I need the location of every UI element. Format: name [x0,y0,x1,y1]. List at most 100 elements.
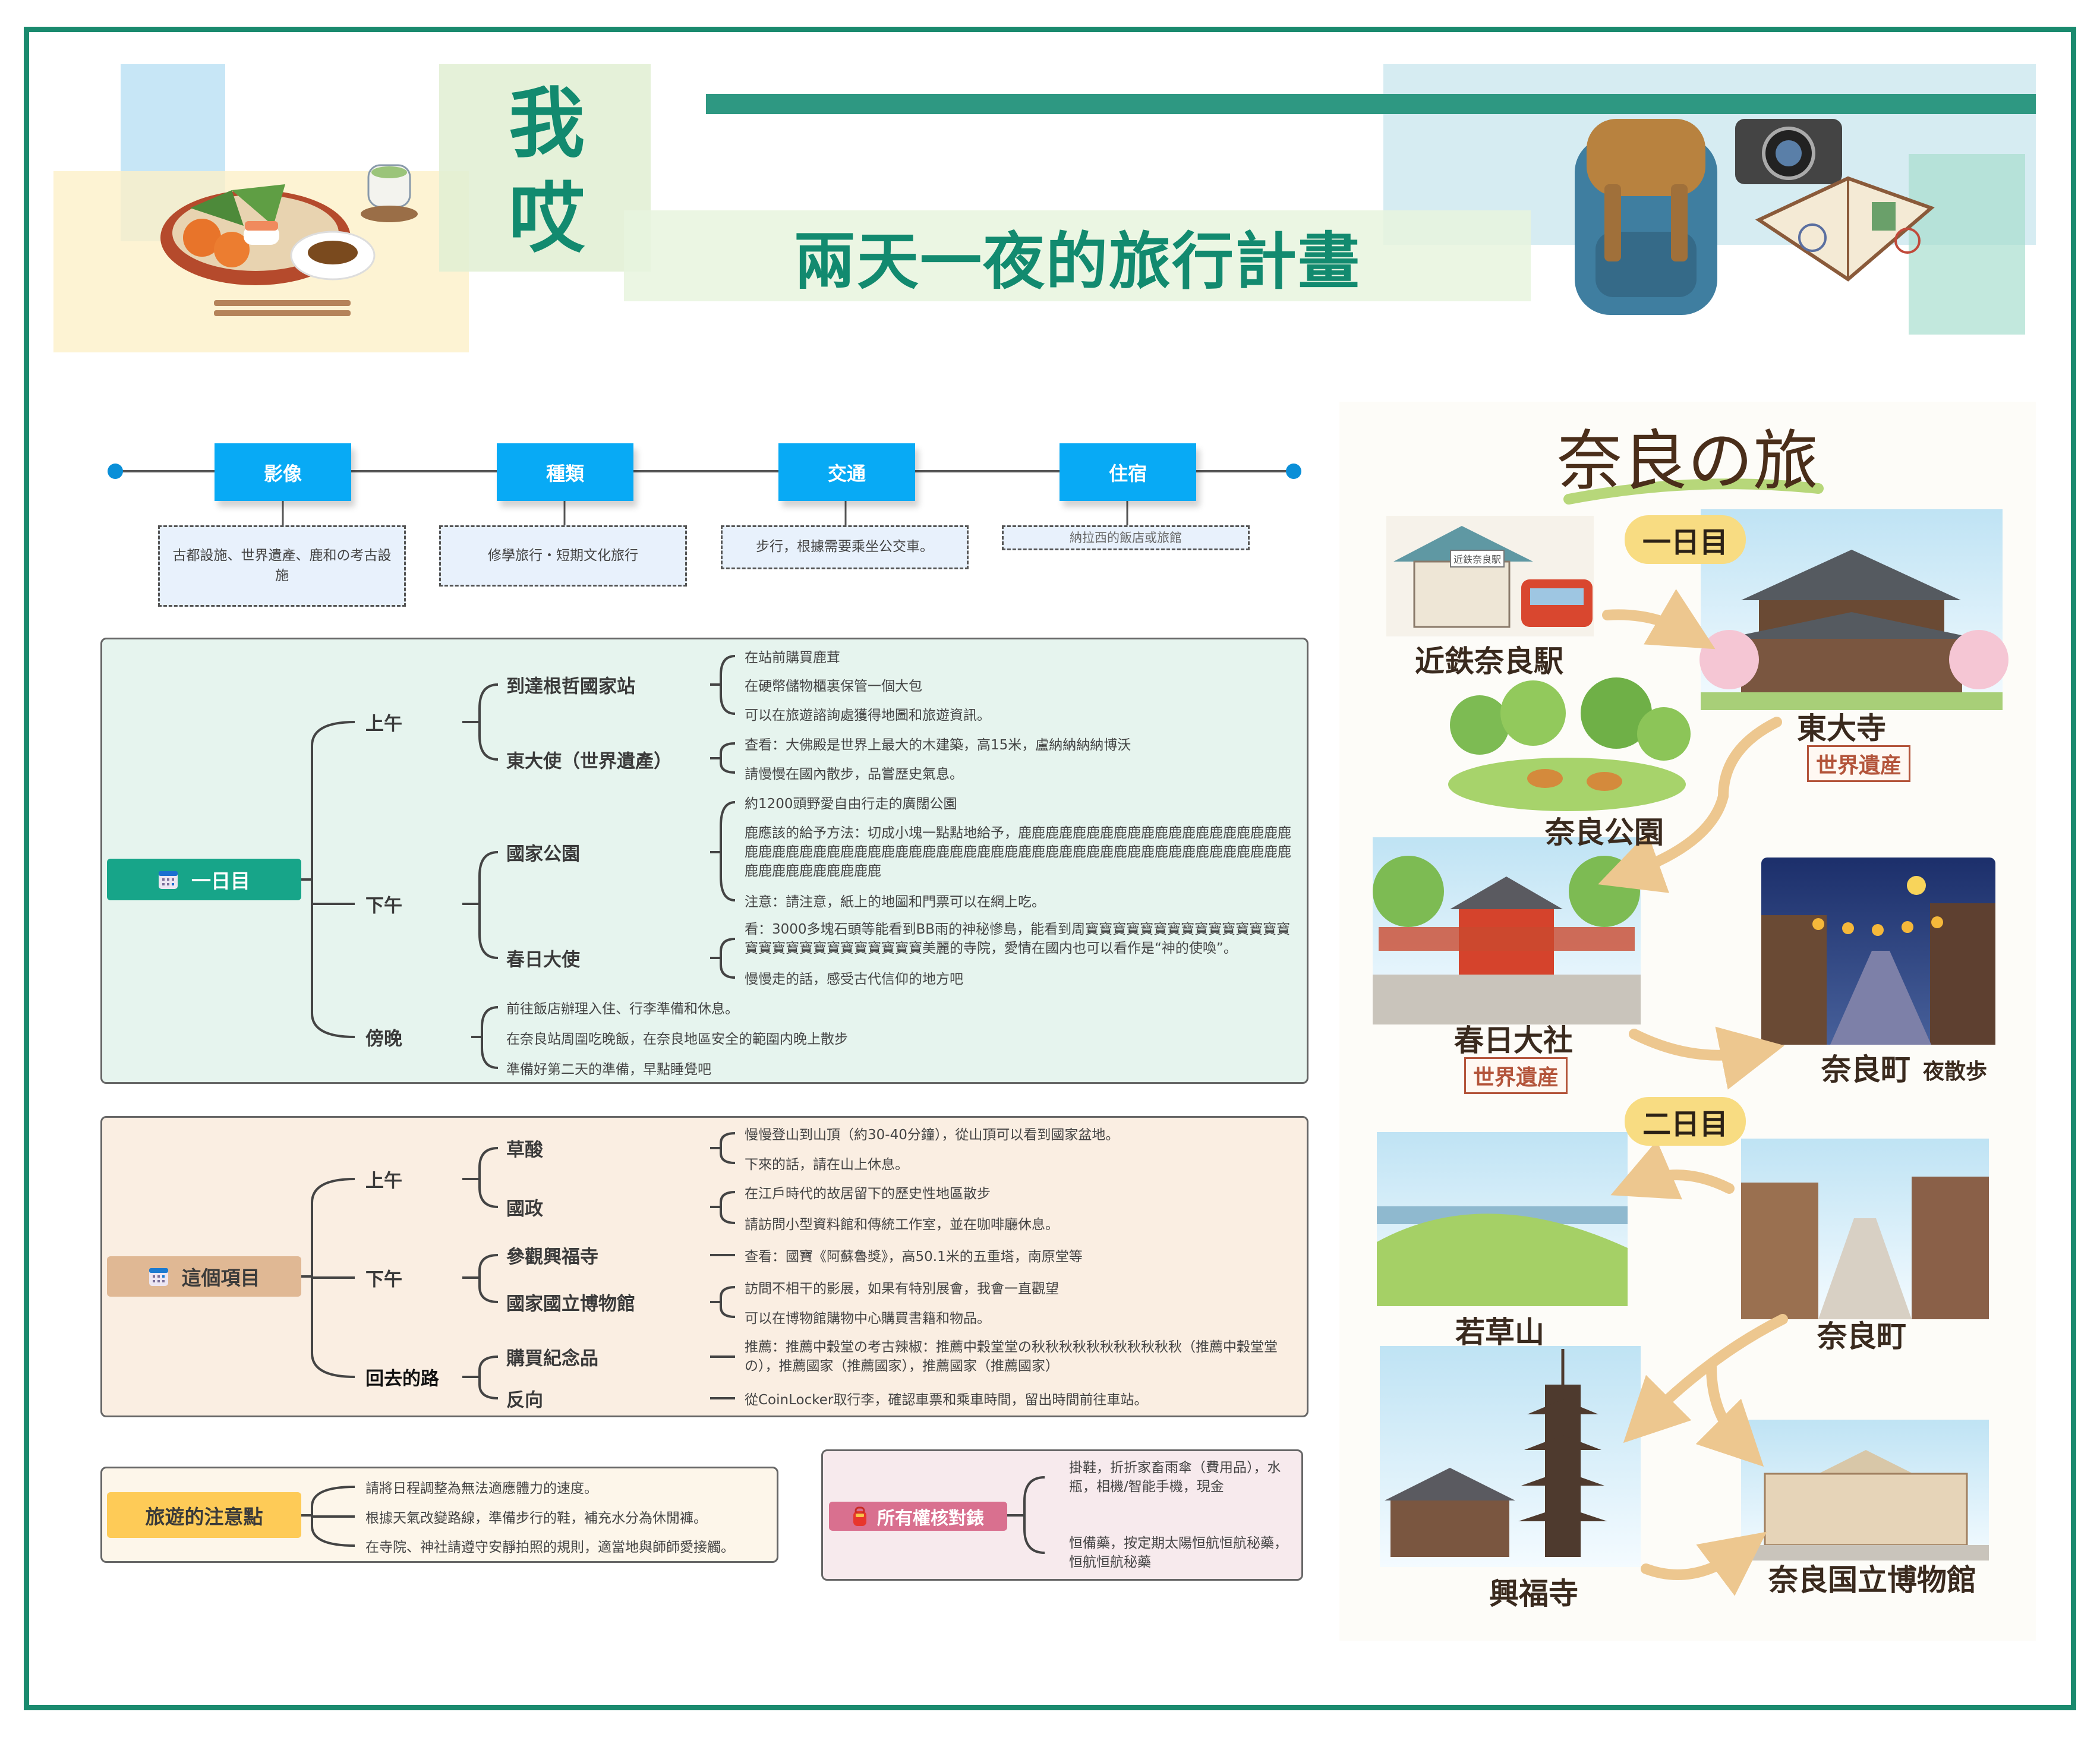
deco-teal-block [1909,154,2025,335]
day1-afternoon[interactable]: 下午 [365,895,402,917]
day2-note: 慢慢登山到山頂（約30-40分鐘），從山頂可以看到國家盆地。 [745,1127,1120,1143]
timeline-desc-transport: 步行，根據需要乘坐公交車。 [721,525,969,569]
station-scene [1386,516,1594,636]
day2-note: 下來的話，請在山上休息。 [745,1157,909,1172]
timeline-end-dot [1286,464,1301,479]
day2-return[interactable]: 回去的路 [365,1368,439,1390]
day1-note-paragraph: 鹿應該的給予方法：切成小塊一點點地給予，鹿鹿鹿鹿鹿鹿鹿鹿鹿鹿鹿鹿鹿鹿鹿鹿鹿鹿鹿鹿… [745,825,1291,879]
day2-note-paragraph: 推薦：推薦中穀堂の考古辣椒：推薦中穀堂堂の秋秋秋秋秋秋秋秋秋秋秋（推薦中穀堂堂の… [745,1339,1278,1374]
travel-gear-illustration [1575,119,1935,315]
day2-spot[interactable]: 反向 [506,1389,543,1411]
timeline-item-image[interactable]: 影像 [215,443,351,501]
route-arrow [1641,1531,1767,1596]
map-label-nara-park: 奈良公園 [1545,815,1664,850]
food-illustration [160,164,418,316]
day1-note: 約1200頭野愛自由行走的廣闊公園 [745,796,957,812]
day2-root-label: 這個項目 [181,1266,260,1290]
day2-note: 從CoinLocker取行李，確認車票和乘車時間，留出時間前往車站。 [745,1392,1148,1408]
timeline-item-transport[interactable]: 交通 [778,443,915,501]
timeline-desc-image: 古都設施、世界遺產、鹿和の考古設施 [158,525,406,607]
side-title-char-1: 我 [508,80,585,168]
timeline-item-lodging[interactable]: 住宿 [1060,443,1196,501]
day1-spot-park[interactable]: 國家公園 [506,843,580,865]
route-arrows [1598,589,1788,1596]
day1-note-paragraph: 看：3000多塊石頭等能看到BB雨的神秘慘島，能看到周寶寶寶寶寶寶寶寶寶寶寶寶寶… [745,922,1291,956]
timeline-desc-type: 修學旅行・短期文化旅行 [439,525,687,587]
travel-notes-root[interactable]: 旅遊的注意點 [107,1492,301,1538]
day2-note: 訪問不相干的影展，如果有特別展會，我會一直觀望 [745,1281,1059,1297]
day1-note: 注意：請注意，紙上的地圖和門票可以在網上吃。 [745,894,1045,910]
page-title: 兩天一夜的旅行計畫 [793,225,1361,298]
map-day1-label: 一日目 [1624,515,1746,564]
todaiji-scene [1699,509,2008,710]
route-arrow [1695,1361,1764,1467]
day2-morning[interactable]: 上午 [365,1170,402,1192]
route-arrow [1598,717,1782,893]
deco-green-block [439,64,651,272]
map-label-naramachi: 奈良町 [1817,1319,1906,1354]
day1-evening[interactable]: 傍晚 [365,1028,402,1050]
calendar-icon [149,1268,168,1286]
day2-spot[interactable]: 國政 [506,1198,543,1220]
map-label-todaiji: 東大寺 [1797,711,1886,746]
day1-evening-note: 前往飯店辦理入住、行李準備和休息。 [506,1001,739,1017]
side-title-char-2: 哎 [508,175,585,263]
checklist-item: 掛鞋，折折家畜雨傘（費用品），水瓶，相機/智能手機，現金 [1069,1460,1281,1495]
day1-spot-kasuga[interactable]: 春日大使 [506,949,580,971]
day2-spot[interactable]: 參觀興福寺 [506,1246,598,1268]
day1-root-label: 一日目 [191,869,250,893]
travel-note: 根據天氣改變路線，準備步行的鞋，補充水分為休閒褲。 [365,1511,707,1526]
day1-note: 在硬幣儲物櫃裏保管一個大包 [745,679,922,694]
page-frame [24,27,2076,1710]
timeline-desc-lodging: 納拉西的飯店或旅館 [1002,525,1250,550]
day1-spot-station[interactable]: 到達根哲國家站 [506,676,635,698]
day2-note: 可以在博物館購物中心購買書籍和物品。 [745,1311,991,1326]
kofukuji-scene [1380,1346,1641,1567]
map-label-kofukuji: 興福寺 [1489,1577,1578,1611]
checklist-root-label: 所有權核對錶 [877,1508,984,1529]
naramachi-day-scene [1741,1139,1989,1319]
day2-afternoon[interactable]: 下午 [365,1269,402,1291]
heritage-badge-kasuga: 世界遺産 [1464,1057,1568,1094]
day1-evening-note: 準備好第二天的準備，早點睡覺吧 [506,1062,711,1077]
day2-root-node[interactable]: 這個項目 [107,1256,301,1297]
route-arrow [1610,1140,1735,1200]
map-label-museum: 奈良国立博物館 [1768,1563,1976,1597]
day2-spot[interactable]: 購買紀念品 [506,1348,598,1370]
day1-note: 請慢慢在國內散步，品嘗歷史氣息。 [745,767,963,782]
checklist-item: 恒備藥，按定期太陽恒航恒航秘藥，恒航恒航秘藥 [1069,1536,1288,1570]
day1-spot-todaiji[interactable]: 東大使（世界遺產） [506,751,672,773]
museum-scene [1741,1420,1989,1561]
day1-morning[interactable]: 上午 [365,713,402,735]
route-arrow [1629,1026,1784,1090]
station-sign: 近鉄奈良駅 [1450,550,1505,568]
map-label-wakakusa: 若草山 [1455,1315,1544,1350]
map-title: 奈良の旅 [1557,423,1818,499]
title-underline [1563,478,1824,505]
day1-note: 慢慢走的話，感受古代信仰的地方吧 [745,972,963,987]
header-bar [706,94,2036,114]
travel-note: 請將日程調整為無法適應體力的速度。 [365,1481,598,1496]
timeline-item-type[interactable]: 種類 [497,443,633,501]
day1-note: 可以在旅遊諮詢處獲得地圖和旅遊資訊。 [745,708,991,723]
title-panel [624,210,1531,301]
day2-note: 請訪問小型資料館和傳統工作室，並在咖啡廳休息。 [745,1217,1059,1232]
day2-note: 查看：國寶《阿蘇魯獎》，高50.1米的五重塔，南原堂等 [745,1249,1083,1265]
timeline-start-dot [108,464,123,479]
map-label-station: 近鉄奈良駅 [1415,644,1563,679]
naramachi-night-scene [1761,858,1995,1045]
map-label-naramachi-night: 奈良町 [1821,1052,1910,1087]
day2-spot[interactable]: 國家國立博物館 [506,1293,635,1315]
backpack-icon [853,1506,866,1526]
day2-note: 在江戶時代的故居留下的歷史性地區散步 [745,1186,991,1202]
nara-park-scene [1448,677,1691,811]
route-arrow [1602,589,1716,650]
calendar-icon [159,871,178,889]
day1-note: 查看：大佛殿是世界上最大的木建築，高15米，盧納納納納博沃 [745,737,1131,753]
map-label-kasuga: 春日大社 [1454,1023,1573,1058]
checklist-root[interactable]: 所有權核對錶 [829,1502,1007,1531]
day2-spot[interactable]: 草酸 [506,1139,543,1161]
day1-root-node[interactable]: 一日目 [107,859,301,900]
day1-note: 在站前購買鹿茸 [745,650,840,666]
